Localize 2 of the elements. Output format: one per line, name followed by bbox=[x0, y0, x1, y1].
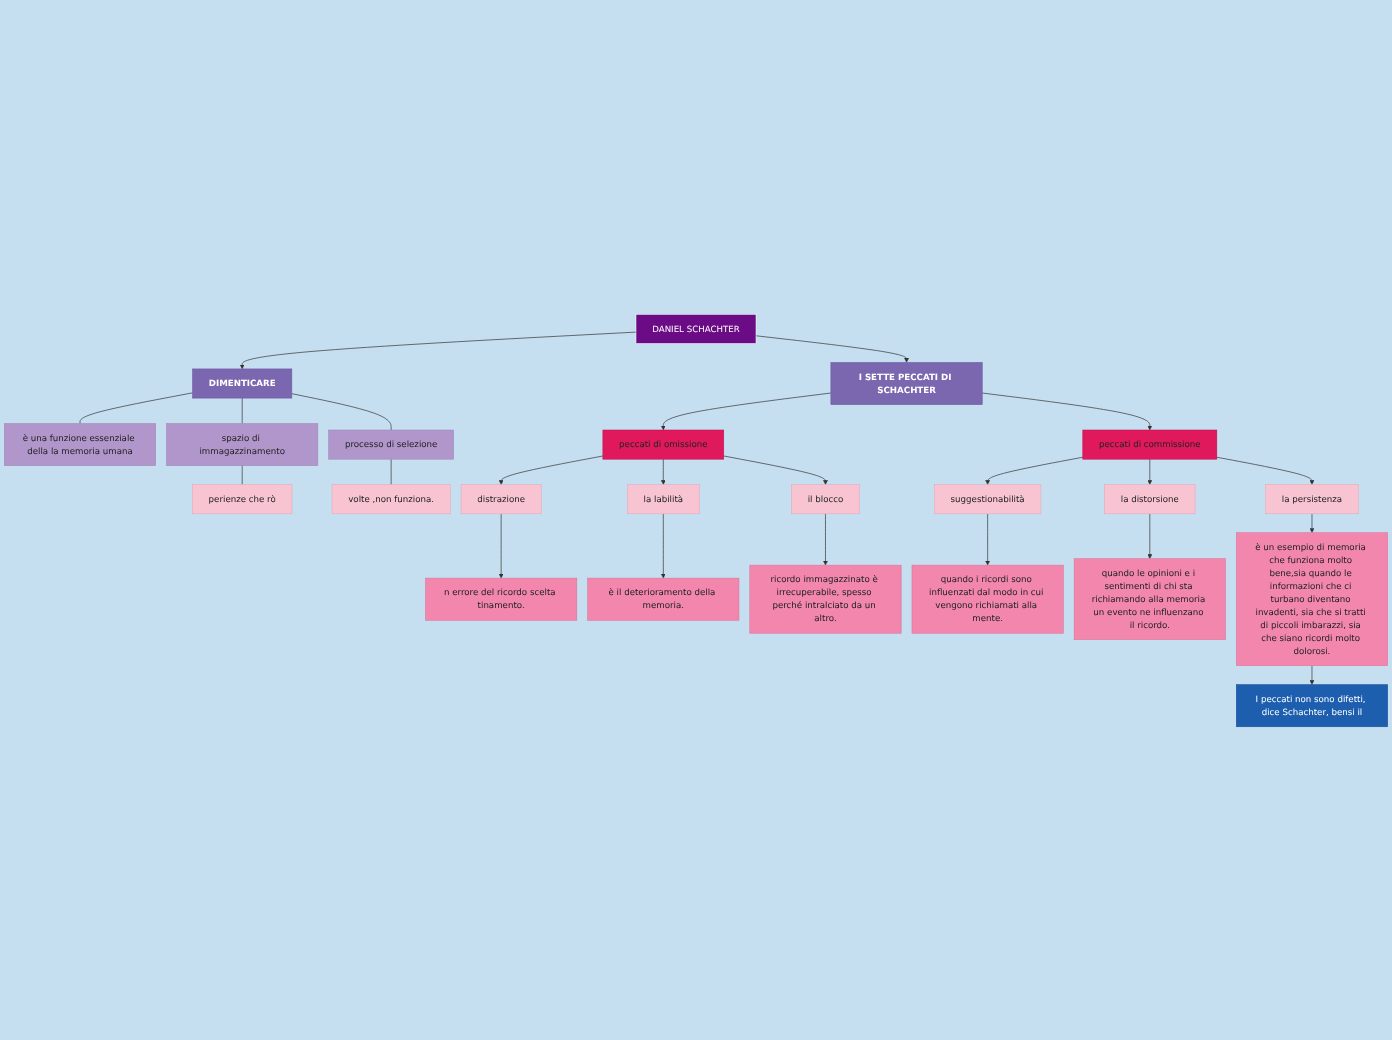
connector bbox=[79, 391, 193, 424]
connector bbox=[291, 392, 392, 430]
